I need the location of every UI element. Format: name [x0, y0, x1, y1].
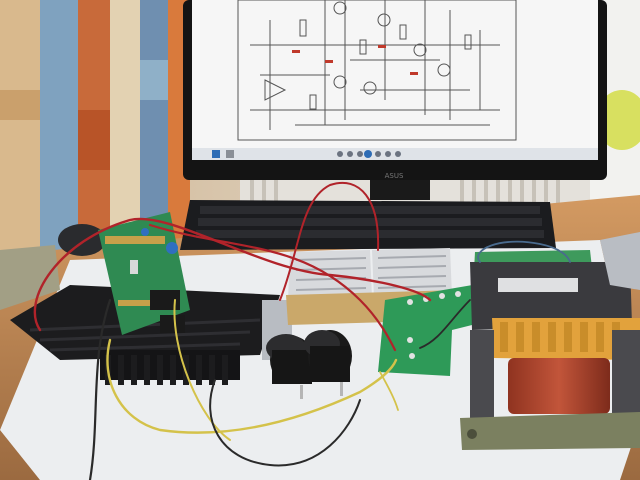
side-device	[600, 232, 640, 290]
transformer-mount	[460, 412, 640, 450]
monitor: ASUS	[183, 0, 607, 200]
monitor-screen	[192, 0, 598, 160]
copper-winding	[508, 358, 610, 414]
monitor-stand	[370, 180, 430, 200]
monitor-brand: ASUS	[385, 172, 404, 180]
wires	[33, 181, 571, 480]
mouse	[58, 224, 106, 256]
electrolytic-capacitors	[266, 330, 352, 399]
schematic-drawing	[237, 0, 517, 141]
schematic-labels	[292, 45, 418, 75]
terminal-pcb	[378, 282, 500, 376]
search-icon[interactable]	[226, 150, 234, 158]
start-icon[interactable]	[212, 150, 220, 158]
transformer	[460, 262, 640, 450]
metal-bracket	[0, 245, 60, 310]
plant	[596, 90, 640, 150]
keyboard	[180, 200, 556, 250]
heatsink-assembly	[10, 212, 292, 385]
taskbar-app-icons[interactable]	[337, 150, 401, 158]
curtain	[0, 0, 190, 250]
